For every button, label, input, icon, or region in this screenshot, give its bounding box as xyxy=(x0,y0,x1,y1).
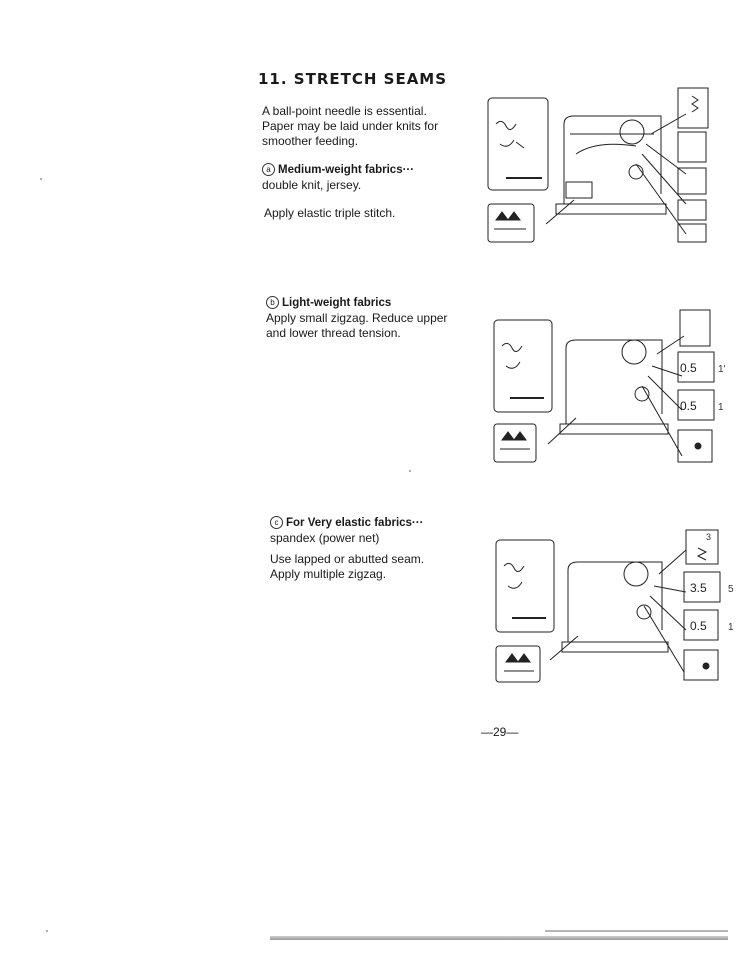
feed-dog-panel xyxy=(493,423,537,463)
stitch-sample-icon xyxy=(501,342,523,369)
dial-side-mark: 1 xyxy=(728,622,734,633)
dial-side-mark: 1' xyxy=(718,364,726,375)
zigzag-icon xyxy=(691,95,699,113)
marker-c: c xyxy=(270,516,283,529)
feed-dog-panel xyxy=(487,203,535,243)
sewing-machine-figure-b: 0.5 1' 0.5 1 xyxy=(493,309,726,463)
stitch-sample-panel xyxy=(487,97,549,191)
item-line: spandex (power net) xyxy=(270,531,380,545)
item-line: and lower thread tension. xyxy=(266,326,401,340)
dial-value-width: 3.5 xyxy=(690,581,707,595)
item-a-instruction: Apply elastic triple stitch. xyxy=(264,206,396,220)
item-line: double knit, jersey. xyxy=(262,178,362,192)
page-number: —29— xyxy=(481,725,519,739)
scan-edge-line xyxy=(545,930,728,932)
feed-dog-panel xyxy=(495,645,541,683)
feed-dog-icon xyxy=(495,211,521,221)
machine-body xyxy=(565,339,663,424)
sewing-machine-figure-a xyxy=(487,87,709,243)
scan-speck xyxy=(409,470,411,472)
dial-top-mark: 3 xyxy=(706,532,711,542)
stitch-sample-icon xyxy=(495,120,525,149)
dial-side-mark: 1 xyxy=(718,402,724,413)
stitch-sample-panel xyxy=(495,539,555,633)
instruction-line: Apply multiple zigzag. xyxy=(270,567,387,581)
handwheel-icon xyxy=(619,119,645,145)
buttonhole-dial-icon xyxy=(694,442,702,450)
dial-value-length: 0.5 xyxy=(690,619,707,633)
heading-text: Light-weight fabrics xyxy=(282,297,392,309)
intro-text: A ball-point needle is essential. Paper … xyxy=(262,104,438,149)
section-title: 11. STRETCH SEAMS xyxy=(258,70,448,88)
item-line: Apply small zigzag. Reduce upper xyxy=(266,311,448,325)
machine-body xyxy=(563,115,662,204)
intro-line: Paper may be laid under knits for xyxy=(262,119,439,133)
item-c-instruction: Use lapped or abutted seam. Apply multip… xyxy=(270,552,424,582)
heading-text: Medium-weight fabrics··· xyxy=(278,164,415,176)
handwheel-icon xyxy=(621,339,647,365)
dial-value-width: 0.5 xyxy=(680,361,697,375)
intro-line: A ball-point needle is essential. xyxy=(262,104,427,118)
marker-a: a xyxy=(262,163,275,176)
scan-speck xyxy=(40,178,42,180)
sewing-machine-figure-c: 3 3.5 5 0.5 1 xyxy=(495,529,734,683)
instruction-line: Use lapped or abutted seam. xyxy=(270,552,425,566)
heading-text: For Very elastic fabrics··· xyxy=(286,517,424,529)
stitch-sample-icon xyxy=(503,562,525,589)
marker-b: b xyxy=(266,296,279,309)
buttonhole-dial-icon xyxy=(702,662,710,670)
handwheel-icon xyxy=(623,561,649,587)
scan-speck xyxy=(46,930,48,932)
feed-dog-icon xyxy=(505,653,531,663)
zigzag-icon xyxy=(696,547,708,561)
dial-value-length: 0.5 xyxy=(680,399,697,413)
scan-edge-bar xyxy=(270,936,728,940)
machine-body xyxy=(567,561,663,642)
stitch-sample-panel xyxy=(493,319,553,413)
intro-line: smoother feeding. xyxy=(262,134,359,148)
feed-dog-icon xyxy=(501,431,527,441)
dial-side-mark: 5 xyxy=(728,584,734,595)
